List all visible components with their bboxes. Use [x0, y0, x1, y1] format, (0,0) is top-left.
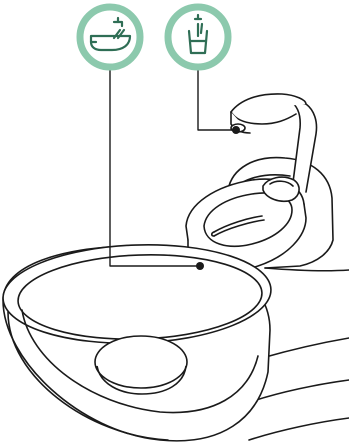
- cup-filler-callout-dot: [232, 126, 240, 134]
- drain-outlet: [95, 336, 187, 394]
- cup-filler-spout: [231, 94, 317, 192]
- bowl-rinse-callout: [80, 7, 140, 67]
- bowl-callout-line: [110, 62, 200, 266]
- cup-filler-callout: [168, 7, 228, 67]
- bowl-callout-dot: [196, 262, 204, 270]
